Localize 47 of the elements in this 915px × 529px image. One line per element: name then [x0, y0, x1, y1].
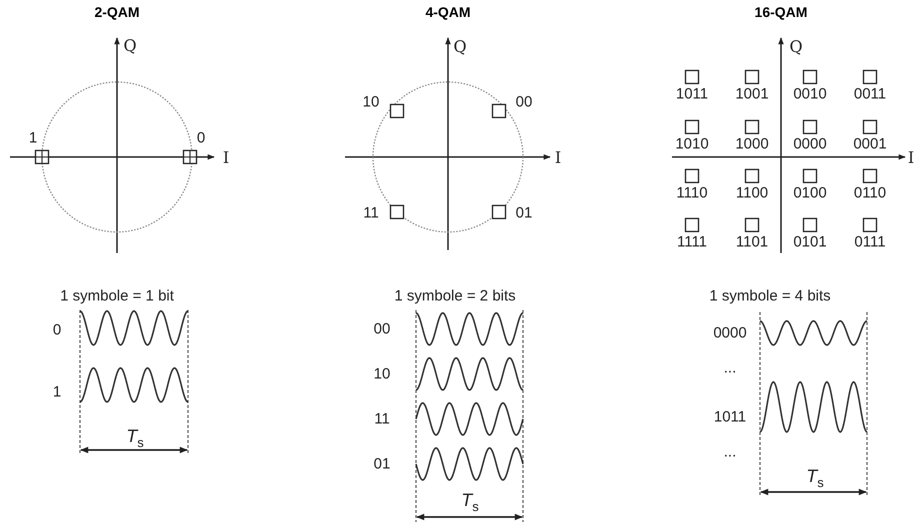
point-label: 1111	[676, 234, 708, 250]
panel-title: 4-QAM	[425, 5, 471, 19]
point-label: 1011	[676, 86, 708, 102]
point-label: 1001	[735, 86, 769, 102]
bit-label: 0000	[713, 326, 747, 340]
point-label: 0010	[793, 86, 827, 102]
point-label: 1110	[676, 186, 708, 200]
point-label: 0100	[793, 186, 827, 200]
point-label: 0	[196, 130, 206, 146]
bit-label: 11	[374, 412, 390, 426]
ellipsis: ...	[724, 444, 736, 460]
axis-label: I	[908, 150, 914, 166]
point-label: 0111	[854, 234, 886, 250]
symbol-caption: 1 symbole = 1 bit	[60, 288, 174, 304]
symbol-caption: 1 symbole = 4 bits	[709, 288, 831, 304]
point-label: 1101	[736, 234, 768, 250]
axis-label: Q	[789, 39, 803, 55]
point-label: 11	[363, 206, 379, 220]
point-label: 00	[516, 94, 532, 110]
point-label: 0110	[854, 186, 886, 200]
panel-title: 2-QAM	[94, 5, 140, 19]
bit-label: 10	[374, 366, 390, 382]
axis-label: Q	[123, 38, 137, 54]
point-label: 0001	[853, 136, 887, 152]
bit-label: 01	[374, 456, 390, 472]
axis-label: I	[554, 150, 562, 166]
symbol-caption: 1 symbole = 2 bits	[394, 288, 516, 304]
point-label: 0000	[793, 136, 827, 152]
bit-label: 00	[374, 322, 390, 336]
point-label: 0011	[854, 86, 886, 102]
point-label: 10	[362, 94, 380, 110]
point-label: 1000	[735, 136, 769, 152]
point-label: 1100	[736, 186, 768, 200]
axis-label: Q	[453, 39, 467, 55]
panel-title: 16-QAM	[754, 5, 808, 19]
point-label: 01	[516, 206, 532, 220]
bit-label: 1	[52, 384, 62, 400]
point-label: 0101	[793, 234, 827, 250]
bit-label: 1011	[714, 410, 746, 424]
point-label: 1010	[675, 136, 709, 152]
period-label: T$_{s}$	[126, 427, 144, 449]
bit-label: 0	[52, 322, 62, 338]
period-label: T$_{s}$	[806, 467, 824, 489]
axis-label: I	[222, 150, 230, 166]
ellipsis: ...	[724, 360, 736, 376]
point-label: 1	[28, 130, 38, 146]
period-label: T$_{s}$	[461, 491, 479, 513]
